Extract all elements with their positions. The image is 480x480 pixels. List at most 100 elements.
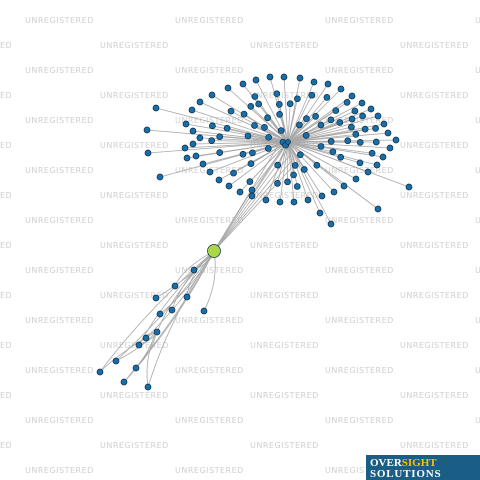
cluster-node[interactable] — [361, 125, 369, 133]
cluster-node[interactable] — [343, 99, 351, 106]
cluster-node[interactable] — [247, 103, 255, 110]
cluster-node[interactable] — [274, 161, 282, 169]
cluster-node[interactable] — [264, 145, 272, 152]
cluster-node[interactable] — [251, 93, 259, 100]
cluster-node[interactable] — [248, 186, 256, 194]
cluster-node[interactable] — [252, 76, 260, 84]
branch-node[interactable] — [135, 341, 143, 349]
branch-node[interactable] — [112, 357, 120, 365]
cluster-node[interactable] — [215, 176, 223, 184]
branch-node[interactable] — [200, 307, 208, 315]
cluster-node[interactable] — [337, 85, 345, 93]
branch-node[interactable] — [142, 334, 150, 342]
cluster-node[interactable] — [291, 162, 299, 169]
cluster-node[interactable] — [244, 132, 252, 140]
cluster-node[interactable] — [379, 153, 387, 161]
cluster-node[interactable] — [265, 133, 273, 141]
cluster-node[interactable] — [182, 120, 190, 128]
cluster-node[interactable] — [261, 124, 268, 131]
cluster-node[interactable] — [262, 196, 270, 204]
cluster-node[interactable] — [348, 123, 355, 131]
branch-node[interactable] — [96, 368, 104, 376]
cluster-node[interactable] — [188, 106, 196, 114]
cluster-node[interactable] — [227, 107, 235, 115]
cluster-node[interactable] — [392, 136, 400, 144]
cluster-node[interactable] — [356, 159, 364, 167]
cluster-node[interactable] — [317, 143, 325, 150]
cluster-node[interactable] — [223, 124, 231, 132]
cluster-node[interactable] — [330, 188, 338, 196]
cluster-node[interactable] — [372, 138, 380, 146]
cluster-node[interactable] — [374, 205, 382, 213]
cluster-node[interactable] — [329, 148, 337, 156]
cluster-node[interactable] — [294, 95, 301, 103]
cluster-node[interactable] — [208, 91, 216, 99]
cluster-node[interactable] — [208, 137, 216, 145]
cluster-node[interactable] — [239, 80, 247, 88]
cluster-node[interactable] — [181, 144, 189, 152]
cluster-node[interactable] — [323, 94, 331, 101]
cluster-node[interactable] — [255, 100, 263, 108]
cluster-node[interactable] — [386, 144, 394, 152]
cluster-node[interactable] — [317, 121, 325, 129]
cluster-node[interactable] — [348, 115, 356, 123]
cluster-node[interactable] — [368, 149, 376, 157]
cluster-node[interactable] — [405, 183, 413, 191]
cluster-node[interactable] — [196, 98, 204, 106]
cluster-node[interactable] — [284, 178, 291, 186]
branch-node[interactable] — [120, 378, 128, 386]
cluster-node[interactable] — [192, 152, 200, 160]
cluster-node[interactable] — [364, 168, 372, 176]
cluster-node[interactable] — [313, 161, 321, 169]
branch-node[interactable] — [153, 328, 161, 336]
cluster-node[interactable] — [251, 122, 258, 129]
cluster-node[interactable] — [240, 110, 248, 118]
branch-node[interactable] — [156, 310, 164, 318]
cluster-node[interactable] — [290, 171, 297, 179]
cluster-node[interactable] — [286, 100, 294, 108]
cluster-node[interactable] — [327, 116, 335, 124]
branch-node[interactable] — [144, 383, 152, 391]
cluster-node[interactable] — [310, 78, 318, 86]
cluster-node[interactable] — [216, 149, 224, 157]
cluster-node[interactable] — [275, 101, 283, 108]
cluster-node[interactable] — [337, 153, 345, 161]
cluster-node[interactable] — [216, 133, 224, 141]
branch-node[interactable] — [152, 294, 160, 302]
cluster-node[interactable] — [352, 175, 360, 183]
cluster-node[interactable] — [189, 140, 197, 148]
cluster-node[interactable] — [296, 121, 303, 129]
focus-node[interactable] — [207, 244, 221, 258]
cluster-node[interactable] — [372, 125, 379, 132]
cluster-node[interactable] — [384, 129, 392, 137]
cluster-node[interactable] — [303, 115, 310, 122]
cluster-node[interactable] — [359, 112, 366, 120]
cluster-node[interactable] — [225, 182, 233, 190]
cluster-node[interactable] — [290, 198, 298, 206]
branch-node[interactable] — [168, 306, 176, 314]
cluster-node[interactable] — [144, 149, 152, 157]
cluster-node[interactable] — [143, 126, 151, 134]
cluster-node[interactable] — [152, 104, 160, 112]
branch-node[interactable] — [183, 293, 191, 301]
cluster-node[interactable] — [351, 107, 359, 115]
cluster-node[interactable] — [296, 74, 304, 82]
cluster-node[interactable] — [266, 73, 274, 81]
cluster-node[interactable] — [276, 198, 284, 206]
cluster-node[interactable] — [280, 73, 288, 81]
cluster-node[interactable] — [332, 107, 340, 114]
hub-node[interactable] — [285, 139, 291, 145]
cluster-node[interactable] — [274, 180, 281, 187]
cluster-node[interactable] — [277, 127, 285, 134]
cluster-node[interactable] — [316, 209, 324, 217]
cluster-node[interactable] — [247, 160, 255, 168]
cluster-node[interactable] — [273, 90, 281, 98]
cluster-node[interactable] — [358, 99, 366, 107]
cluster-node[interactable] — [276, 111, 283, 118]
cluster-node[interactable] — [373, 161, 381, 169]
cluster-node[interactable] — [336, 119, 344, 126]
branch-node[interactable] — [190, 266, 198, 274]
cluster-node[interactable] — [199, 160, 207, 168]
cluster-node[interactable] — [189, 127, 197, 135]
cluster-node[interactable] — [356, 139, 364, 146]
